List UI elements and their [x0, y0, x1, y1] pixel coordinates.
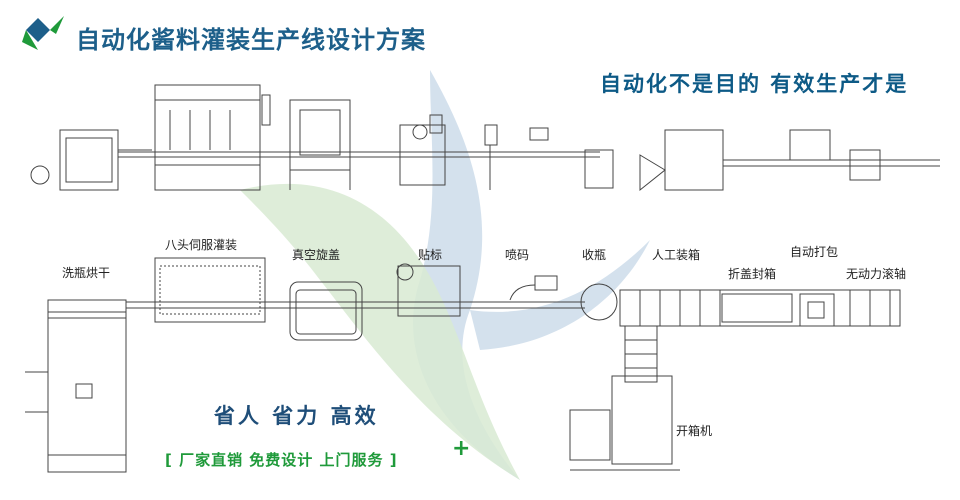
label-wash-dry: 洗瓶烘干: [62, 266, 111, 280]
label-collect: 收瓶: [582, 248, 607, 262]
label-auto-strap: 自动打包: [790, 245, 839, 259]
label-servo-fill: 八头伺服灌装: [165, 238, 238, 252]
label-manual-pack: 人工装箱: [652, 248, 701, 262]
label-coding: 喷码: [505, 248, 530, 262]
slogan: 自动化不是目的 有效生产才是: [600, 72, 909, 96]
logo-icon: [22, 16, 64, 50]
page-title: 自动化酱料灌装生产线设计方案: [76, 26, 426, 54]
label-vacuum-cap: 真空旋盖: [292, 248, 341, 262]
label-fold-seal: 折盖封箱: [728, 267, 777, 281]
service-text: [ 厂家直销 免费设计 上门服务 ]: [165, 451, 398, 469]
label-unpack: 开箱机: [676, 424, 713, 438]
plus-icon: +: [452, 436, 471, 461]
label-labeling: 贴标: [418, 248, 443, 262]
label-roller: 无动力滚轴: [846, 267, 907, 281]
benefits-text: 省人 省力 高效: [214, 404, 379, 428]
